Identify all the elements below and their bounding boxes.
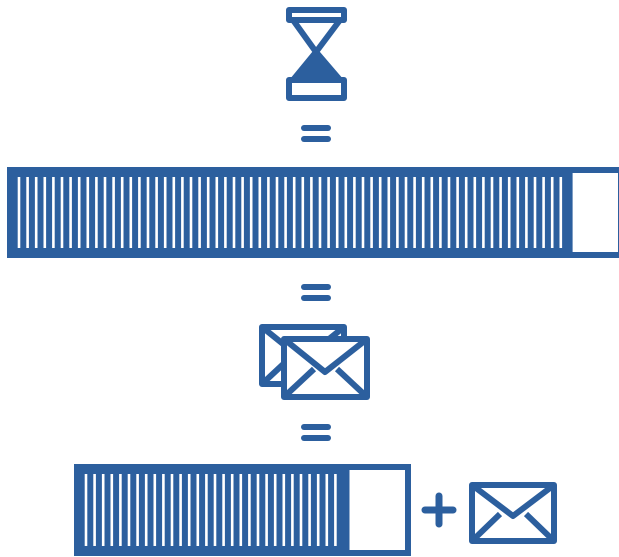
small-progress-bar	[74, 464, 411, 556]
equals-icon	[301, 424, 331, 441]
hourglass-icon	[286, 7, 347, 101]
plus-icon	[421, 492, 457, 528]
large-progress-fill	[13, 170, 573, 255]
large-progress-bar	[7, 167, 619, 258]
equals-icon	[301, 125, 331, 142]
equals-icon	[301, 284, 331, 301]
small-progress-track	[74, 464, 411, 556]
envelope-front-icon	[281, 336, 370, 400]
envelope-icon	[469, 482, 557, 544]
large-progress-track	[7, 167, 619, 258]
two-envelopes-icon	[259, 324, 370, 400]
small-progress-fill	[80, 467, 350, 553]
